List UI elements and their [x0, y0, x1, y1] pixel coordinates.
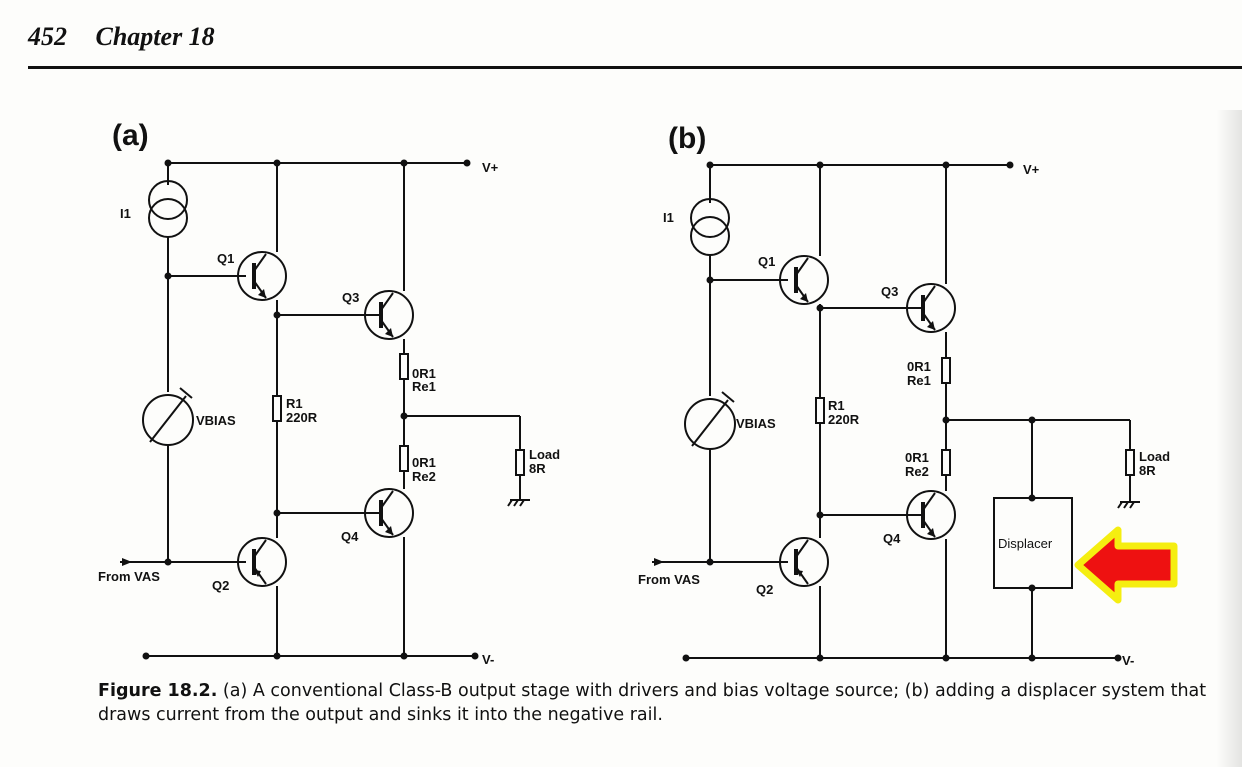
caption-label: Figure 18.2.: [98, 681, 218, 701]
panel-a-vminus: V-: [482, 652, 494, 667]
panel-a-r1-name: R1: [286, 396, 303, 411]
panel-a-q3: Q3: [342, 290, 359, 305]
panel-b: [652, 164, 1140, 659]
panel-a-input: From VAS: [98, 569, 160, 584]
highlight-arrow-icon: [1074, 526, 1178, 604]
panel-a-load-name: Load: [529, 447, 560, 462]
panel-b-vplus: V+: [1023, 162, 1040, 177]
figure-18-2-schematic: (a) V+ V- I1 Q1 Q3 Q2 Q4 VBIAS R1 220R 0…: [98, 119, 1178, 668]
caption-line-1: Figure 18.2. (a) A conventional Class-B …: [98, 679, 1238, 703]
panel-b-r1-value: 220R: [828, 412, 860, 427]
panel-b-vbias: VBIAS: [736, 416, 776, 431]
panel-b-r1-name: R1: [828, 398, 845, 413]
panel-b-displacer: Displacer: [998, 536, 1053, 551]
panel-a-re2-value: 0R1: [412, 455, 436, 470]
panel-a-re1-name: Re1: [412, 379, 436, 394]
caption-text-1: (a) A conventional Class-B output stage …: [217, 681, 1207, 701]
panel-b-i1: I1: [663, 210, 674, 225]
panel-a-nodes: [122, 159, 479, 660]
figure-caption: Figure 18.2. (a) A conventional Class-B …: [98, 679, 1238, 727]
panel-a-vplus: V+: [482, 160, 499, 175]
panel-b-label: (b): [668, 122, 706, 155]
panel-a-q2: Q2: [212, 578, 229, 593]
panel-a-load-value: 8R: [529, 461, 546, 476]
panel-a: [120, 162, 530, 657]
panel-a-label: (a): [112, 119, 149, 152]
panel-b-q3: Q3: [881, 284, 898, 299]
panel-a-q1: Q1: [217, 251, 234, 266]
page-header: 452 Chapter 18: [28, 22, 215, 52]
panel-a-vbias: VBIAS: [196, 413, 236, 428]
panel-a-i1: I1: [120, 206, 131, 221]
panel-b-nodes: [654, 161, 1122, 662]
page-number: 452: [28, 22, 67, 51]
panel-b-load-value: 8R: [1139, 463, 1156, 478]
caption-line-2: draws current from the output and sinks …: [98, 705, 663, 725]
panel-b-re2-name: Re2: [905, 464, 929, 479]
panel-b-input: From VAS: [638, 572, 700, 587]
panel-a-re2-name: Re2: [412, 469, 436, 484]
panel-b-load-name: Load: [1139, 449, 1170, 464]
panel-b-re1-name: Re1: [907, 373, 931, 388]
panel-b-vminus: V-: [1122, 653, 1134, 668]
panel-a-r1-value: 220R: [286, 410, 318, 425]
panel-a-q4: Q4: [341, 529, 359, 544]
panel-b-q2: Q2: [756, 582, 773, 597]
panel-b-q4: Q4: [883, 531, 901, 546]
panel-b-re1-value: 0R1: [907, 359, 931, 374]
panel-a-re1-value: 0R1: [412, 366, 436, 381]
panel-b-q1: Q1: [758, 254, 775, 269]
panel-b-re2-value: 0R1: [905, 450, 929, 465]
page-edge-shadow: [1216, 110, 1242, 767]
header-rule: [28, 66, 1242, 69]
chapter-title: Chapter 18: [95, 22, 215, 51]
